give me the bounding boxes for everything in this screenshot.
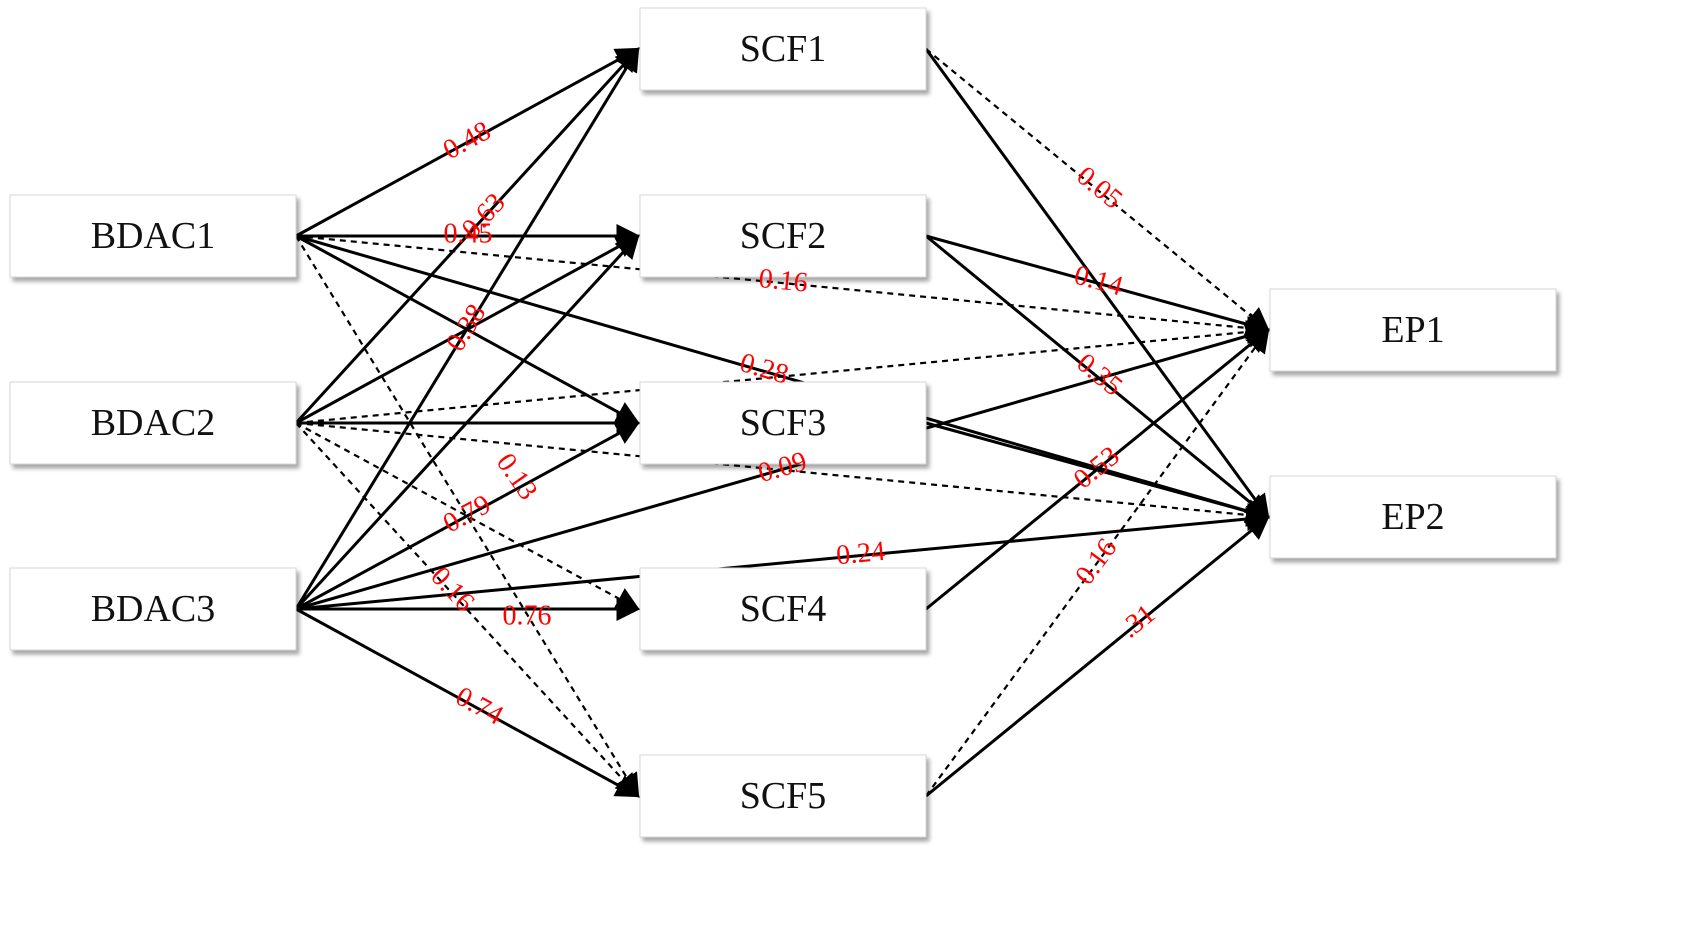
edge-bdac2-to-scf1 [294,47,640,425]
node-box [9,567,297,651]
node-box [639,194,927,278]
node-label: SCF5 [740,775,827,817]
node-scf2: SCF2 [639,194,927,278]
node-box [639,381,927,465]
coefficient-label: 0.13 [490,448,543,506]
node-box [9,194,297,278]
coefficient-label: 0.24 [835,536,887,571]
coefficient-label: 0.48 [438,115,496,166]
node-ep2: EP2 [1269,475,1557,559]
coefficient-label: 0.14 [1071,260,1126,303]
node-box [639,7,927,91]
edge-scf1-to-ep1 [925,48,1270,332]
coefficient-label: 0.05 [1071,160,1129,215]
node-box [1269,288,1557,372]
edge-bdac3-to-scf3 [295,421,641,611]
edge-bdac3-to-scf1 [294,46,640,610]
coefficient-label: 0.45 [444,218,493,249]
node-scf3: SCF3 [639,381,927,465]
edge-scf4-to-ep1 [925,328,1270,611]
node-label: EP1 [1381,309,1444,351]
edge-bdac3-to-scf5 [295,607,641,798]
edge-bdac1-to-ep1 [295,234,1271,340]
node-bdac3: BDAC3 [9,567,297,651]
node-label: SCF4 [740,588,827,630]
edge-scf5-to-ep1 [925,328,1270,797]
coefficient-label: 0.76 [503,600,552,631]
node-label: BDAC2 [91,402,216,444]
coefficient-label: 0.16 [1069,533,1123,591]
coefficient-label: 0.79 [438,489,496,540]
node-label: BDAC3 [91,588,216,630]
node-bdac2: BDAC2 [9,381,297,465]
edge-bdac3-to-ep1 [295,324,1271,611]
node-label: BDAC1 [91,215,216,257]
edge-scf5-to-ep2 [925,515,1270,798]
edge-bdac2-to-scf4 [295,422,641,611]
edge-bdac2-to-ep1 [295,320,1271,425]
edge-scf2-to-ep1 [925,234,1271,336]
coefficient-label: 0.16 [757,263,809,299]
edge-scf2-to-ep2 [925,234,1270,519]
node-ep1: EP1 [1269,288,1557,372]
edge-bdac1-to-scf1 [295,47,641,238]
edge-bdac3-to-ep2 [295,507,1271,611]
node-bdac1: BDAC1 [9,194,297,278]
edges-layer [294,46,1271,799]
node-scf4: SCF4 [639,567,927,651]
node-label: EP2 [1381,496,1444,538]
node-box [639,754,927,838]
node-scf5: SCF5 [639,754,927,838]
node-label: SCF2 [740,215,827,257]
edge-bdac3-to-scf2 [294,234,640,611]
node-box [1269,475,1557,559]
node-box [639,567,927,651]
node-label: SCF3 [740,402,827,444]
coefficient-label: 0.74 [450,681,508,732]
node-label: SCF1 [740,28,827,70]
coefficient-label: 0.38 [440,299,492,357]
node-scf1: SCF1 [639,7,927,91]
node-box [9,381,297,465]
